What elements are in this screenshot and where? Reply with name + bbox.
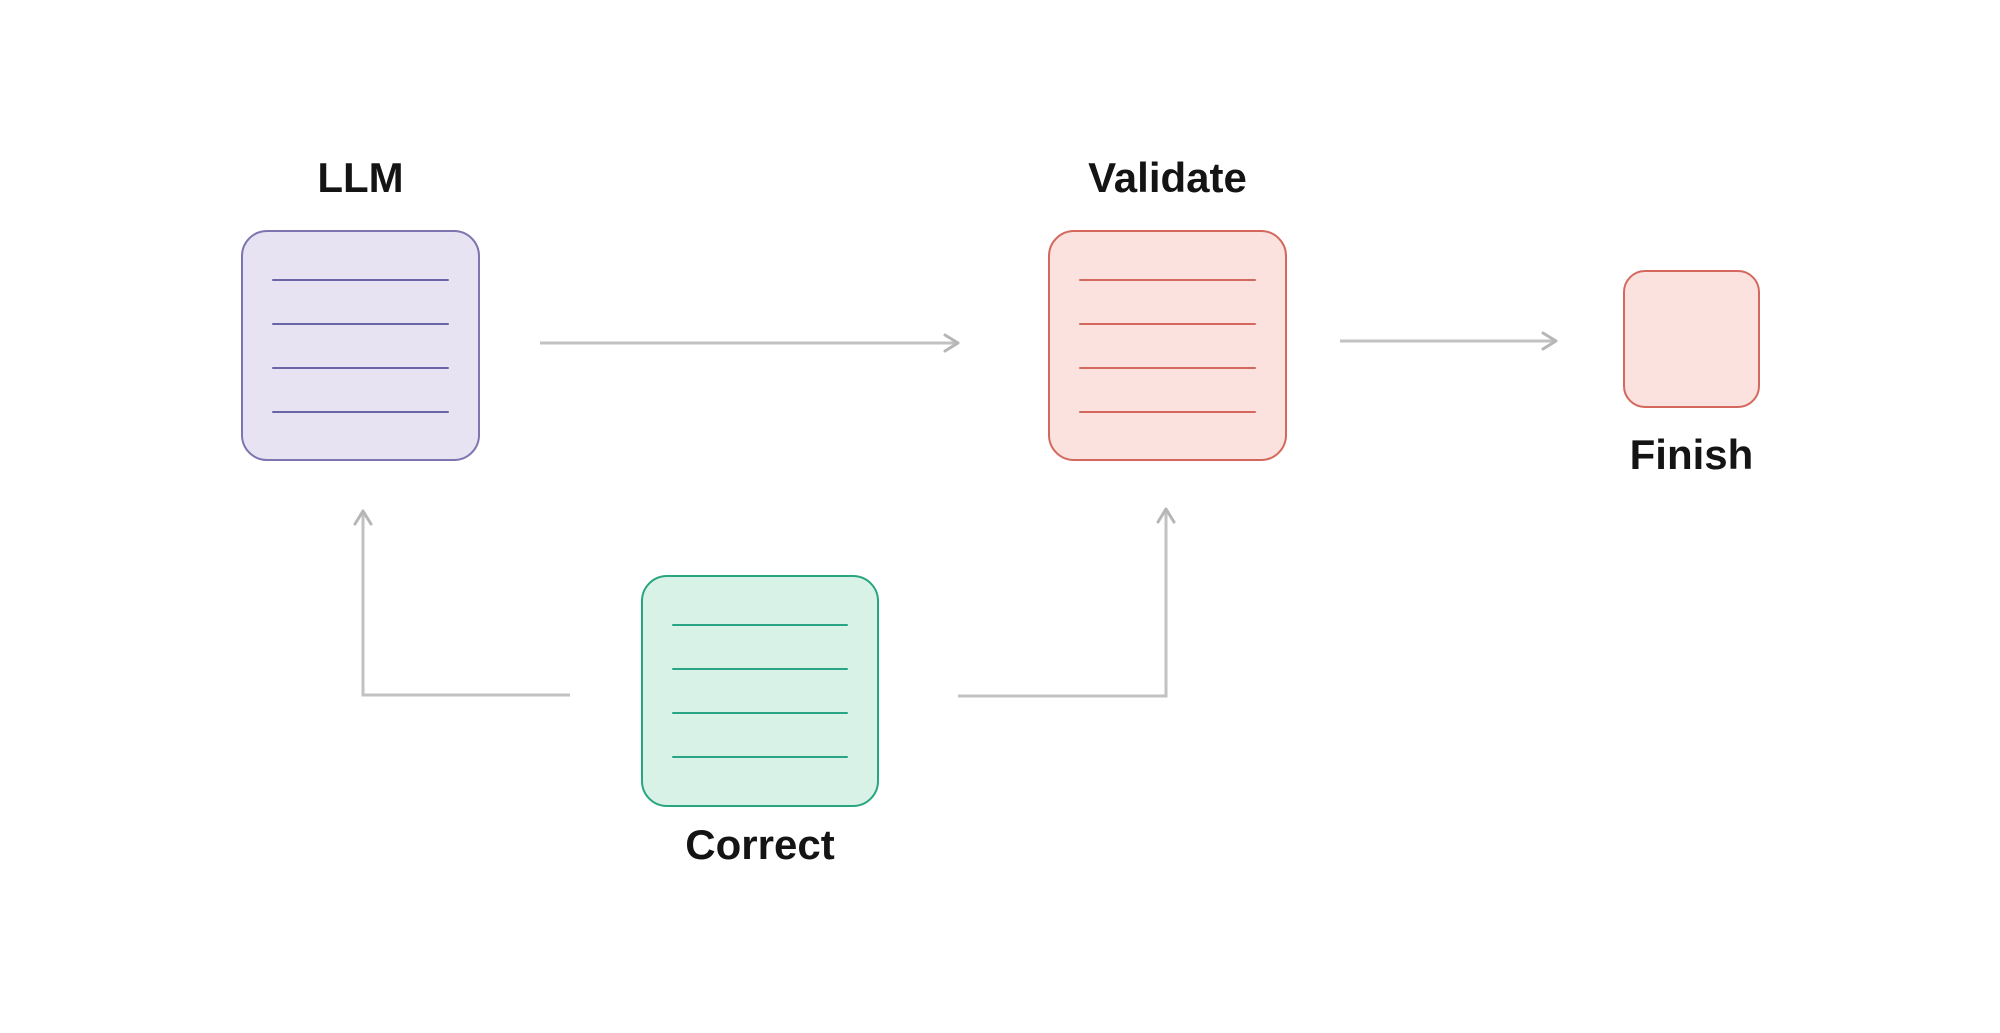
document-text-line [1079,322,1256,325]
document-text-line [672,668,848,670]
document-text-line [1079,366,1256,369]
document-text-line [272,410,449,413]
document-text-line [272,278,449,281]
document-text-line [272,322,449,325]
validate-node [1048,230,1287,461]
edge-correct-to-llm-arrow [353,509,570,697]
edge-correct-to-validate-arrow [958,507,1176,698]
correct-node [641,575,879,807]
document-text-line [1079,410,1256,413]
correct-node-label: Correct [685,821,835,868]
document-text-line [672,712,848,714]
finish-node [1623,270,1760,408]
document-text-line [1079,278,1256,281]
validate-node-label: Validate [1088,154,1247,201]
document-text-line [672,624,848,626]
document-text-line [272,366,449,369]
llm-node [241,230,480,461]
document-text-line [672,756,848,758]
llm-node-label: LLM [317,154,404,201]
finish-node-label: Finish [1629,431,1754,478]
